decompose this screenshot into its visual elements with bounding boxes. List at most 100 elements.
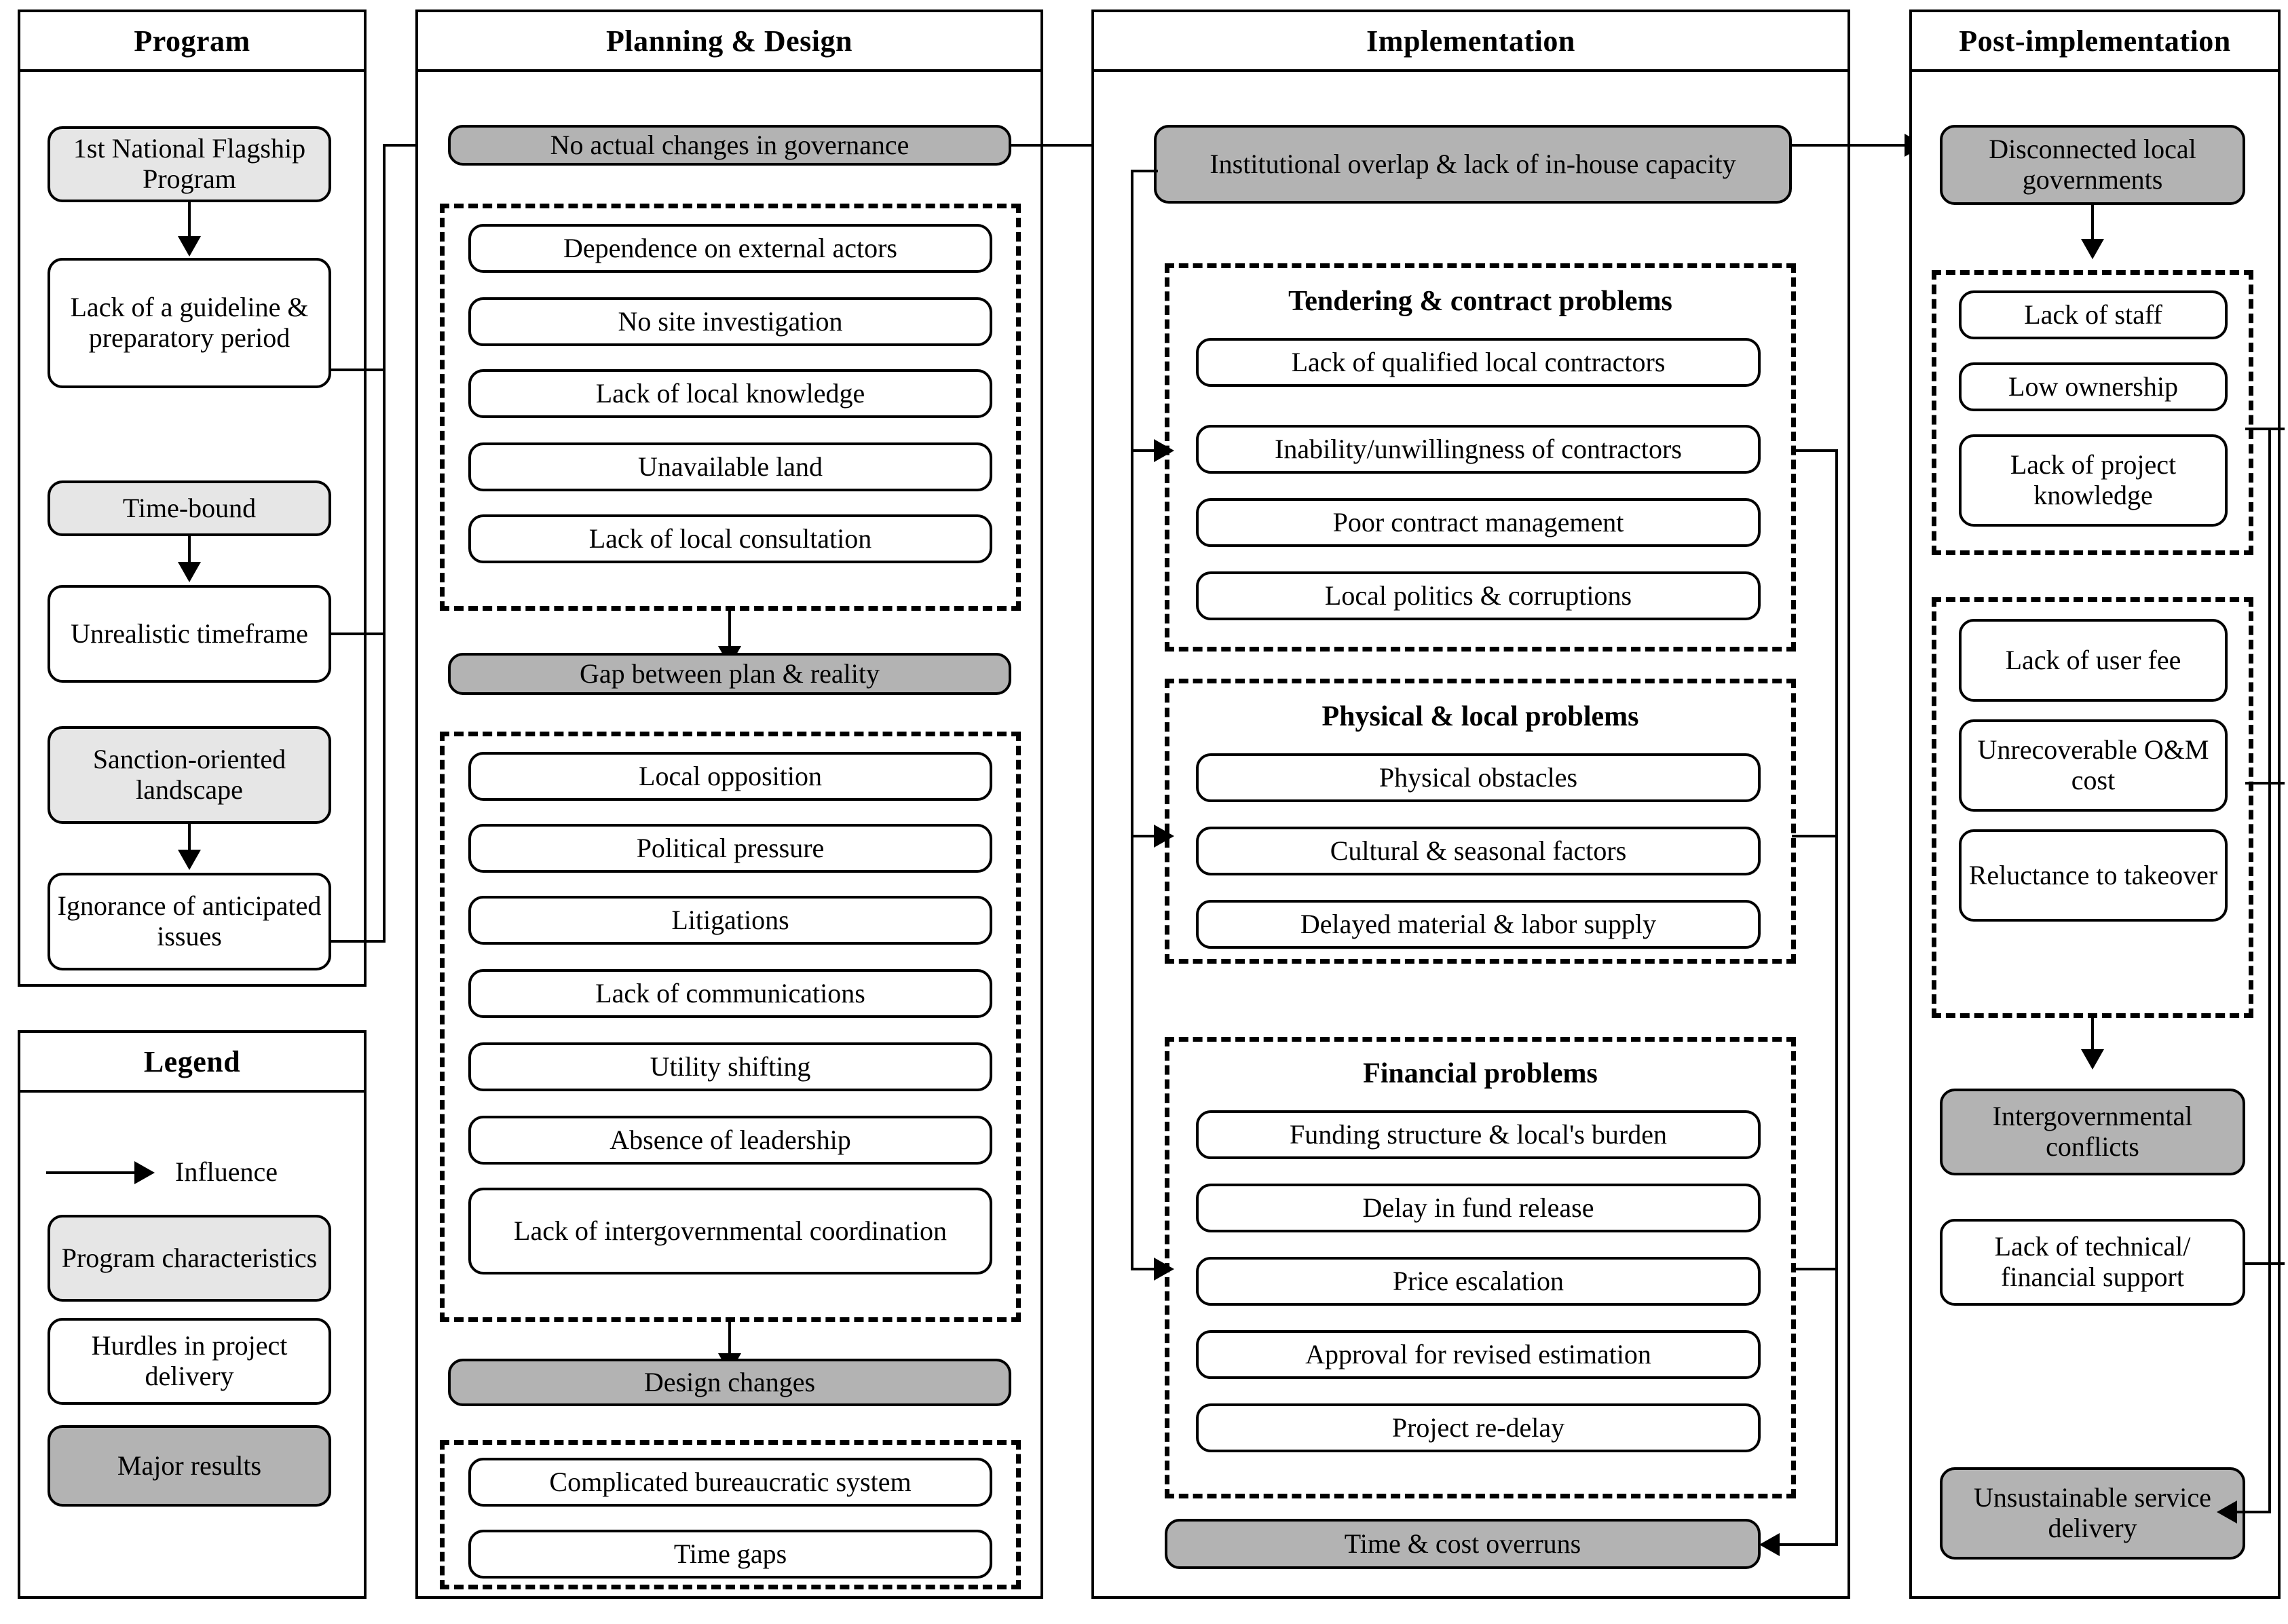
post-node-1[interactable]: Lack of technical/ financial support	[1940, 1219, 2245, 1306]
implementation-result-2[interactable]: Time & cost overruns	[1165, 1519, 1761, 1569]
connector-prog-1-2	[188, 202, 191, 244]
post-result-1[interactable]: Disconnected local governments	[1940, 125, 2245, 205]
implementation-group-2	[1165, 679, 1796, 964]
column-header-implementation: Implementation	[1094, 12, 1848, 72]
planning-g1-item-1[interactable]: Dependence on external actors	[468, 224, 992, 273]
implementation-g3-item-4[interactable]: Approval for revised estimation	[1196, 1330, 1761, 1379]
arrowhead-prog-1-2	[178, 236, 201, 257]
column-header-planning: Planning & Design	[418, 12, 1040, 72]
impl-rbus-vertical	[1835, 449, 1838, 1546]
impl-rbus-to-result2	[1778, 1543, 1838, 1546]
planning-g2-item-3[interactable]: Litigations	[468, 896, 992, 945]
impl-bus-branch-1	[1131, 449, 1167, 452]
bus-prog-line-b	[331, 632, 386, 635]
legend-swatch-hurdle: Hurdles in project delivery	[48, 1318, 331, 1405]
bus-impl-to-post	[1792, 144, 1918, 147]
implementation-group-1	[1165, 263, 1796, 652]
impl-rbus-branch-1	[1792, 449, 1838, 452]
implementation-group-3-title: Financial problems	[1363, 1058, 1598, 1089]
implementation-g3-item-2[interactable]: Delay in fund release	[1196, 1184, 1761, 1232]
post-rbus-branch-1	[2245, 428, 2285, 430]
post-g1-item-1[interactable]: Lack of staff	[1959, 290, 2228, 339]
planning-result-1[interactable]: No actual changes in governance	[448, 125, 1011, 166]
planning-g2-item-7[interactable]: Lack of intergovernmental coordination	[468, 1188, 992, 1274]
connector-planning-g1-to-r2	[728, 609, 731, 654]
implementation-result-1[interactable]: Institutional overlap & lack of in-house…	[1154, 125, 1792, 204]
arrowhead-post-rbus-to-result3	[2217, 1500, 2237, 1524]
post-rbus-branch-2	[2245, 782, 2285, 785]
implementation-group-2-title: Physical & local problems	[1321, 701, 1639, 732]
implementation-g1-item-1[interactable]: Lack of qualified local contractors	[1196, 338, 1761, 387]
planning-g1-item-4[interactable]: Unavailable land	[468, 442, 992, 491]
post-result-2[interactable]: Intergovernmental conflicts	[1940, 1089, 2245, 1175]
arrowhead-impl-branch-2	[1154, 825, 1174, 848]
planning-g1-item-3[interactable]: Lack of local knowledge	[468, 369, 992, 418]
post-rbus-to-result3	[2234, 1511, 2271, 1513]
program-node-1[interactable]: 1st National Flagship Program	[48, 126, 331, 202]
bus-prog-vertical	[383, 144, 386, 941]
post-g1-item-2[interactable]: Low ownership	[1959, 362, 2228, 411]
planning-g2-item-1[interactable]: Local opposition	[468, 752, 992, 801]
implementation-g3-item-5[interactable]: Project re-delay	[1196, 1403, 1761, 1452]
connector-planning-g2-to-r3	[728, 1321, 731, 1363]
impl-rbus-branch-3	[1792, 1268, 1838, 1270]
implementation-g1-item-2[interactable]: Inability/unwillingness of contractors	[1196, 425, 1761, 474]
program-node-3[interactable]: Time-bound	[48, 480, 331, 536]
implementation-g2-item-1[interactable]: Physical obstacles	[1196, 753, 1761, 802]
planning-g1-item-5[interactable]: Lack of local consultation	[468, 514, 992, 563]
program-node-5[interactable]: Sanction-oriented landscape	[48, 726, 331, 824]
post-g2-item-2[interactable]: Unrecoverable O&M cost	[1959, 719, 2228, 812]
implementation-g1-item-3[interactable]: Poor contract management	[1196, 498, 1761, 547]
program-node-6[interactable]: Ignorance of anticipated issues	[48, 873, 331, 970]
planning-g2-item-6[interactable]: Absence of leadership	[468, 1116, 992, 1165]
planning-g3-item-2[interactable]: Time gaps	[468, 1530, 992, 1579]
planning-g2-item-4[interactable]: Lack of communications	[468, 969, 992, 1018]
program-node-2[interactable]: Lack of a guideline & preparatory period	[48, 258, 331, 388]
legend-influence-label: Influence	[175, 1156, 278, 1187]
connector-prog-5-6	[188, 824, 191, 858]
arrowhead-impl-branch-3	[1154, 1258, 1174, 1281]
implementation-g1-item-4[interactable]: Local politics & corruptions	[1196, 571, 1761, 620]
legend-swatch-major-result: Major results	[48, 1425, 331, 1507]
post-rbus-branch-3	[2245, 1262, 2285, 1265]
planning-g2-item-5[interactable]: Utility shifting	[468, 1042, 992, 1091]
planning-result-3[interactable]: Design changes	[448, 1359, 1011, 1406]
implementation-g2-item-2[interactable]: Cultural & seasonal factors	[1196, 827, 1761, 875]
arrowhead-post-g2-to-r2	[2081, 1049, 2104, 1070]
impl-bus-top	[1131, 170, 1158, 172]
bus-prog-line-c	[331, 940, 386, 943]
bus-prog-line-a	[331, 369, 386, 371]
column-header-post: Post-implementation	[1912, 12, 2278, 72]
implementation-group-1-title: Tendering & contract problems	[1288, 286, 1672, 317]
planning-group-1	[440, 204, 1021, 611]
legend-swatch-program-characteristics: Program characteristics	[48, 1215, 331, 1302]
impl-rbus-branch-2	[1792, 835, 1838, 837]
planning-result-2[interactable]: Gap between plan & reality	[448, 653, 1011, 695]
program-node-4[interactable]: Unrealistic timeframe	[48, 585, 331, 683]
arrowhead-prog-5-6	[178, 850, 201, 870]
post-group-2	[1932, 597, 2253, 1018]
arrowhead-post-r1-to-g1	[2081, 239, 2104, 259]
legend-arrowhead	[134, 1161, 155, 1184]
planning-g3-item-1[interactable]: Complicated bureaucratic system	[468, 1458, 992, 1507]
post-g2-item-3[interactable]: Reluctance to takeover	[1959, 829, 2228, 922]
column-header-program: Program	[20, 12, 364, 72]
implementation-g2-item-3[interactable]: Delayed material & labor supply	[1196, 900, 1761, 949]
planning-group-3	[440, 1440, 1021, 1589]
post-g1-item-3[interactable]: Lack of project knowledge	[1959, 434, 2228, 527]
post-g2-item-1[interactable]: Lack of user fee	[1959, 619, 2228, 702]
planning-group-2	[440, 732, 1021, 1322]
impl-bus-branch-3	[1131, 1268, 1167, 1270]
planning-g1-item-2[interactable]: No site investigation	[468, 297, 992, 346]
legend-arrow-line	[46, 1171, 138, 1174]
post-result-3[interactable]: Unsustainable service delivery	[1940, 1467, 2245, 1560]
implementation-g3-item-3[interactable]: Price escalation	[1196, 1257, 1761, 1306]
implementation-g3-item-1[interactable]: Funding structure & local's burden	[1196, 1110, 1761, 1159]
arrowhead-impl-branch-1	[1154, 439, 1174, 462]
connector-prog-3-4	[188, 536, 191, 570]
planning-g2-item-2[interactable]: Political pressure	[468, 824, 992, 873]
post-group-1	[1932, 270, 2253, 555]
connector-post-r1-to-g1	[2091, 205, 2094, 250]
bus-planning-to-impl	[1011, 144, 1140, 147]
